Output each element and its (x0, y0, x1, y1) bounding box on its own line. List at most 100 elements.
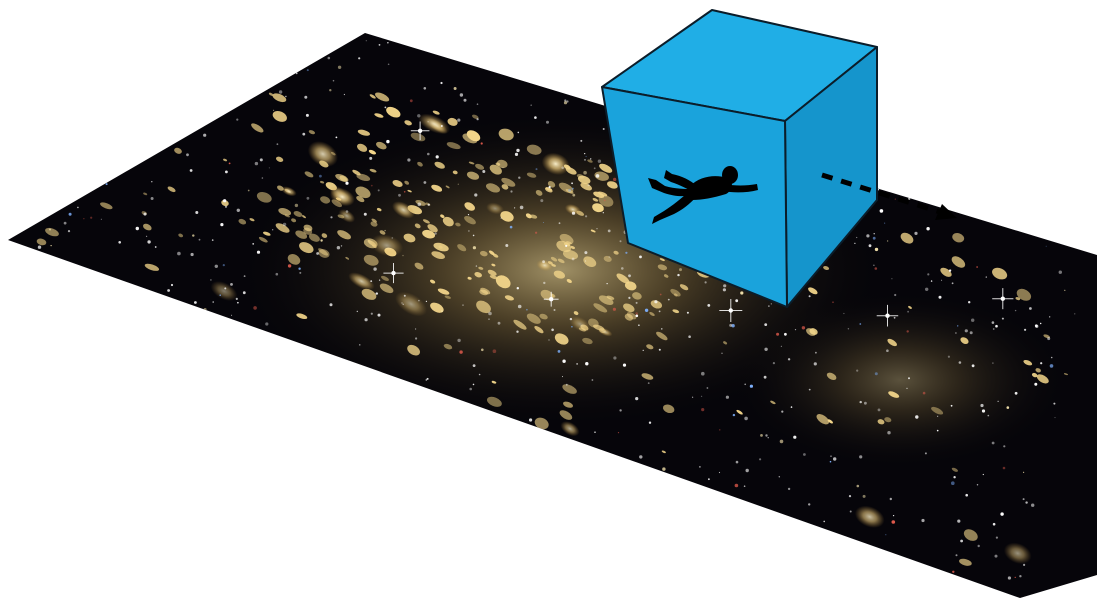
star-dot (277, 143, 279, 145)
star-dot (1055, 417, 1056, 418)
star-dot (768, 305, 769, 306)
star-dot (357, 311, 358, 312)
star-dot (540, 199, 543, 202)
star-dot (378, 314, 381, 317)
star-dot (866, 234, 869, 237)
star-dot (594, 167, 596, 169)
galaxy-field-plane (8, 33, 1097, 598)
star-dot (744, 384, 746, 386)
star-dot (892, 520, 896, 524)
star-dot (199, 239, 201, 241)
star-dot (830, 456, 831, 457)
star-dot (418, 300, 420, 302)
star-dot (306, 114, 309, 117)
star-dot (764, 348, 767, 351)
star-dot (941, 280, 942, 281)
star-dot (518, 177, 520, 179)
star-dot (976, 266, 978, 268)
star-dot (402, 255, 403, 256)
star-dot (370, 280, 372, 282)
star-dot (426, 379, 428, 381)
star-dot (204, 308, 207, 311)
star-dot (307, 69, 309, 71)
star-dot (231, 315, 232, 316)
star-dot (195, 211, 198, 214)
star-dot (983, 474, 984, 475)
star-dot (223, 264, 225, 266)
star-dot (791, 406, 793, 408)
star-dot (1015, 392, 1018, 395)
star-dot (832, 302, 833, 303)
star-dot (1002, 318, 1004, 320)
star-dot (998, 401, 999, 402)
star-dot (585, 215, 587, 217)
star-dot (1040, 362, 1042, 364)
star-dot (210, 279, 212, 281)
star-dot (636, 315, 639, 318)
star-dot (726, 396, 729, 399)
star-dot (925, 288, 928, 291)
star-dot (759, 458, 761, 460)
star-dot (986, 276, 987, 277)
star-dot (476, 265, 477, 266)
star-dot (237, 302, 239, 304)
star-dot (565, 245, 567, 247)
star-dot (576, 363, 578, 365)
star-dot (764, 323, 767, 326)
star-dot (501, 218, 502, 219)
star-dot (859, 455, 862, 458)
star-dot (488, 319, 489, 320)
star-dot (1015, 310, 1016, 311)
star-dot (191, 253, 194, 256)
star-dot (607, 283, 608, 284)
star-dot (1031, 504, 1034, 507)
star-dot (441, 310, 443, 312)
star-dot (568, 189, 571, 192)
star-dot (388, 64, 390, 66)
star-dot (955, 332, 957, 334)
star-dot (147, 240, 150, 243)
bright-star (418, 129, 422, 133)
star-dot (815, 352, 817, 354)
star-dot (960, 540, 963, 543)
bright-star (549, 297, 553, 301)
star-dot (874, 233, 875, 234)
star-dot (90, 217, 92, 219)
star-dot (407, 158, 410, 161)
star-dot (953, 476, 955, 478)
star-dot (457, 119, 460, 122)
star-dot (530, 104, 532, 106)
star-dot (320, 239, 322, 241)
star-dot (661, 328, 662, 329)
star-dot (549, 186, 551, 188)
star-dot (723, 284, 726, 287)
star-dot (723, 288, 726, 291)
star-dot (1059, 271, 1062, 274)
star-dot (304, 96, 307, 99)
bright-star (391, 271, 395, 275)
star-dot (995, 555, 998, 558)
star-dot (864, 402, 867, 405)
star-dot (51, 245, 52, 246)
star-dot (459, 350, 462, 353)
star-dot (598, 160, 601, 163)
star-dot (295, 204, 298, 207)
star-dot (510, 190, 512, 192)
star-dot (662, 467, 665, 470)
star-dot (740, 291, 743, 294)
star-dot (793, 436, 796, 439)
star-dot (386, 140, 389, 143)
star-dot (440, 82, 442, 84)
star-dot (38, 246, 41, 249)
star-dot (561, 167, 564, 170)
star-dot (884, 223, 885, 224)
star-dot (378, 189, 380, 191)
star-dot (1023, 472, 1024, 473)
star-dot (784, 333, 787, 336)
star-dot (779, 476, 780, 477)
star-dot (860, 401, 862, 403)
star-dot (692, 397, 693, 398)
star-dot (765, 434, 767, 436)
star-dot (177, 252, 181, 256)
